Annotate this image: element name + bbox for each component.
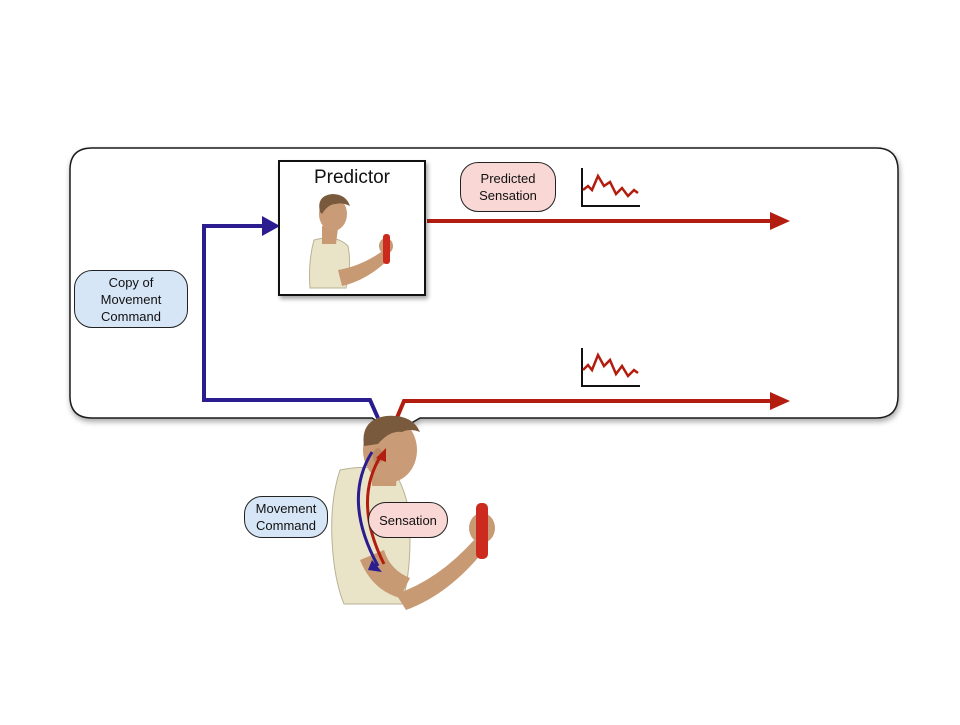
- predictor-box: Predictor: [278, 160, 426, 296]
- copy-command-text: Copy of Movement Command: [100, 274, 162, 324]
- actual-mini-plot-icon: [581, 348, 640, 387]
- human-figure-icon: [331, 415, 495, 610]
- movement-command-text: Movement Command: [255, 501, 317, 533]
- movement-command-label: Movement Command: [244, 496, 328, 538]
- copy-command-label: Copy of Movement Command: [74, 270, 188, 328]
- predictor-title: Predictor: [313, 167, 391, 188]
- sensation-text: Sensation: [379, 512, 437, 528]
- actual-sensation-arrow: [394, 399, 772, 421]
- predicted-sensation-text: Predicted Sensation: [479, 171, 537, 203]
- actual-arrowhead: [770, 392, 790, 410]
- predicted-sensation-label: Predicted Sensation: [460, 162, 556, 212]
- predictor-figure-icon: [309, 194, 393, 289]
- copy-command-arrow: [202, 224, 380, 419]
- predicted-arrowhead: [770, 212, 790, 230]
- sensation-label: Sensation: [368, 502, 448, 538]
- predicted-mini-plot-icon: [581, 168, 640, 207]
- copy-command-arrowhead: [262, 216, 280, 236]
